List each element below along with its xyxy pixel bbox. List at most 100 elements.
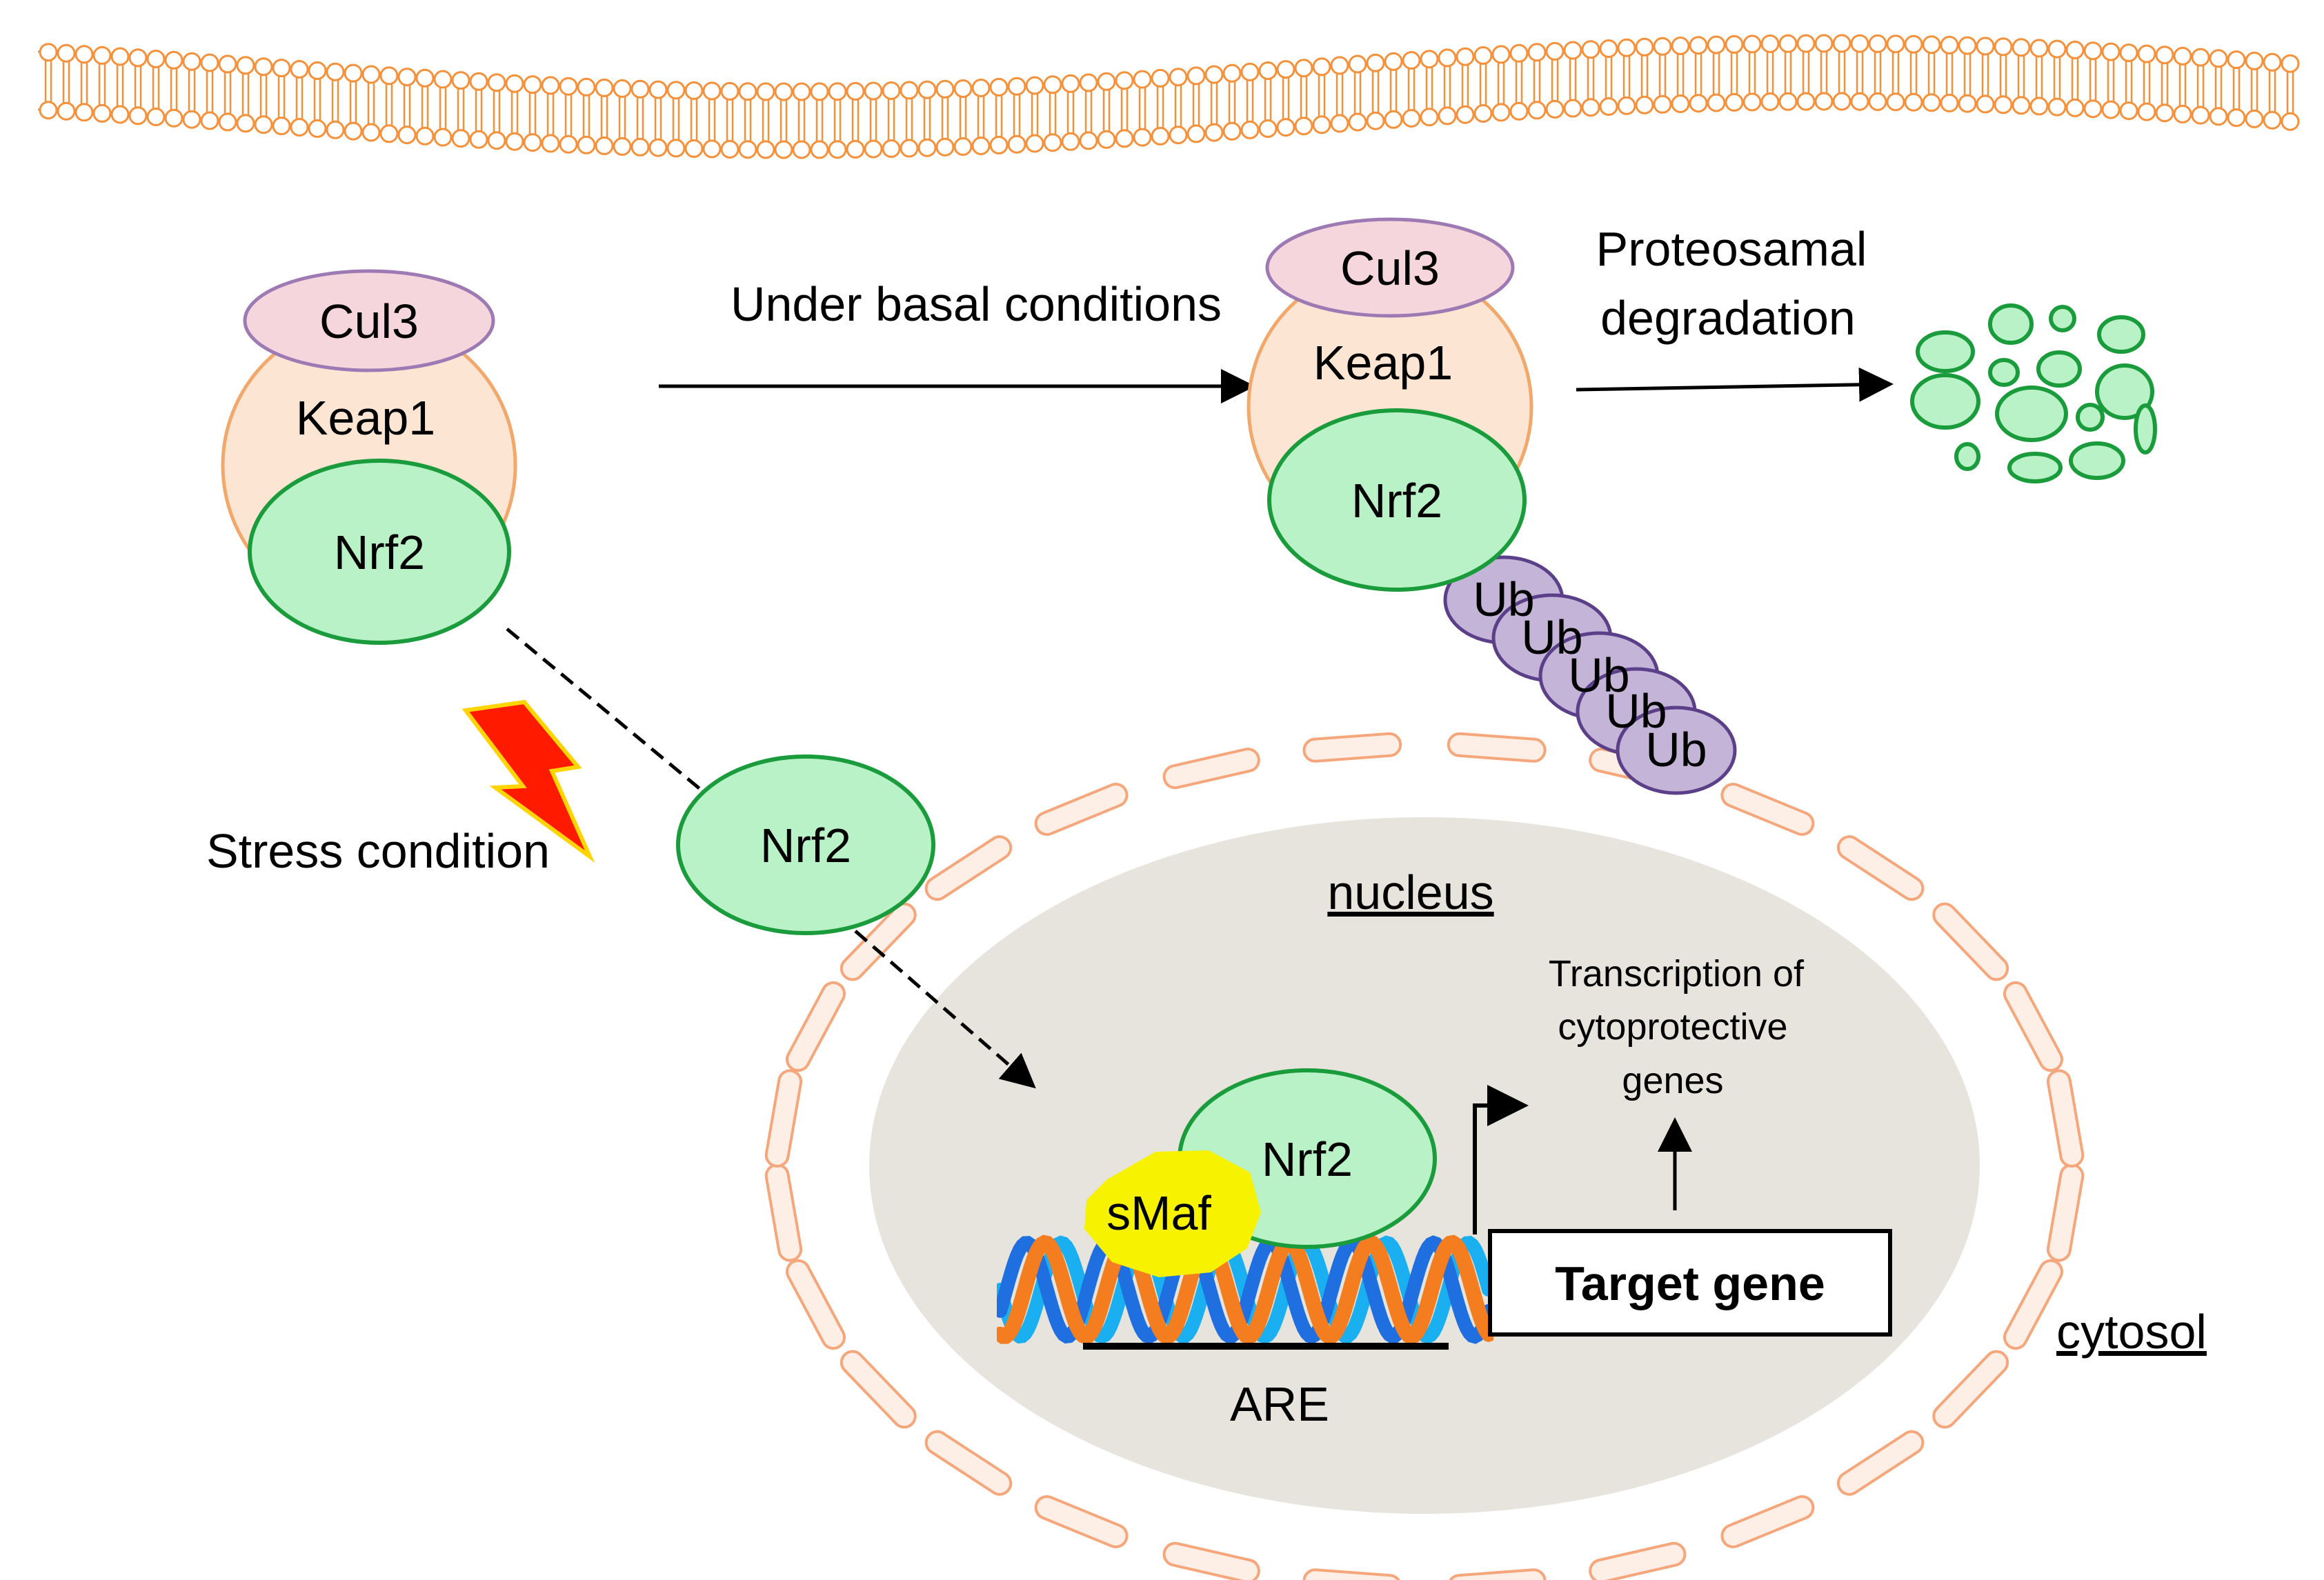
lipid-head: [1940, 35, 1959, 54]
lipid-head: [128, 106, 148, 126]
dna-strand-blue: [997, 1235, 1493, 1344]
lipid-head: [397, 126, 417, 145]
lipid-head: [1922, 93, 1941, 112]
lipid-head: [1115, 129, 1134, 148]
lipid-head: [361, 123, 381, 142]
fragment: [1916, 330, 1975, 373]
fragment: [2095, 363, 2154, 420]
nuclear-pore-segment: [1447, 732, 1547, 763]
lipid-head: [2101, 42, 2121, 61]
lipid-head: [1402, 109, 1421, 128]
lipid-head: [1043, 133, 1062, 152]
nuclear-pore-segment: [1302, 1568, 1402, 1580]
lipid-head: [2012, 96, 2031, 115]
nuclear-pore-segment: [785, 1259, 846, 1350]
lipid-head: [236, 114, 255, 133]
lipid-head: [1456, 47, 1475, 66]
lipid-head: [756, 82, 775, 101]
fragment: [1988, 358, 2020, 387]
lipid-head: [433, 128, 453, 147]
lipid-head: [1563, 99, 1582, 118]
lipid-head: [595, 78, 614, 97]
lipid-head: [1617, 96, 1636, 115]
fragment: [2007, 452, 2063, 483]
lipid-head: [1348, 112, 1367, 132]
ub-label: Ub: [1521, 610, 1582, 664]
lipid-head: [541, 134, 560, 153]
lipid-head: [1599, 39, 1618, 58]
lipid-head: [792, 140, 811, 159]
lipid-head: [2012, 38, 2031, 57]
lipid-head: [487, 73, 506, 92]
nuclear-pore-segment: [924, 1430, 1013, 1496]
fragment: [1954, 442, 1980, 471]
right-complex: Ub Ub Ub Ub Ub Cul3 Keap1 Nrf2: [1247, 217, 1737, 795]
stress-condition-label: Stress condition: [206, 824, 550, 878]
lipid-head: [1402, 51, 1421, 70]
lipid-head: [864, 139, 883, 159]
degradation-label-line-2: degradation: [1600, 291, 1856, 345]
lipid-head: [2191, 106, 2210, 125]
lipid-head: [75, 103, 94, 122]
lipid-head: [648, 80, 668, 99]
lipid-head: [469, 130, 488, 149]
lipid-head: [254, 115, 273, 134]
lipid-head: [900, 81, 919, 100]
lipid-head: [523, 75, 542, 94]
lipid-head: [57, 43, 76, 63]
keap1-label: Keap1: [1313, 336, 1453, 390]
lipid-head: [1456, 105, 1475, 124]
degradation-label-line-1: Proteosamal: [1596, 222, 1867, 276]
lipid-head: [236, 56, 255, 75]
lipid-head: [1671, 94, 1690, 113]
lipid-head: [1079, 73, 1098, 92]
lipid-head: [720, 81, 739, 101]
lipid-head: [1186, 124, 1206, 143]
lipid-head: [1043, 75, 1062, 94]
free-nrf2-label: Nrf2: [760, 819, 851, 872]
lipid-head: [451, 71, 470, 90]
lipid-head: [1222, 63, 1242, 83]
lipid-head: [146, 108, 166, 126]
lipid-head: [1007, 77, 1026, 96]
lipid-head: [2263, 110, 2282, 130]
lipid-head: [1222, 121, 1242, 141]
lipid-head: [1778, 34, 1798, 53]
nucleus-label: nucleus: [1327, 866, 1493, 919]
left-complex: Cul3 Keap1 Nrf2: [221, 269, 517, 645]
fragment: [1995, 386, 2068, 442]
lipid-head: [1545, 41, 1565, 61]
nrf2-protein: [248, 459, 511, 645]
lipid-head: [505, 74, 524, 93]
lipid-head: [1312, 115, 1331, 134]
lipid-head: [684, 81, 704, 100]
lipid-head: [2029, 97, 2049, 116]
lipid-head: [1725, 34, 1744, 54]
lipid-head: [1169, 68, 1188, 87]
lipid-head: [2245, 109, 2264, 128]
lipid-head: [1366, 53, 1385, 72]
lipid-head: [1671, 37, 1690, 55]
lipid-head: [577, 77, 596, 97]
lipid-head: [1868, 92, 1887, 111]
lipid-head: [1186, 66, 1206, 86]
lipid-head: [846, 139, 865, 159]
lipid-head: [200, 53, 219, 72]
lipid-head: [344, 63, 363, 83]
lipid-head: [1061, 132, 1080, 151]
lipid-head: [361, 65, 381, 84]
degradation-arrow: [1576, 367, 1894, 402]
lipid-head: [630, 79, 650, 99]
lipid-head: [1509, 43, 1529, 63]
lipid-head: [559, 77, 578, 96]
stress-path-arrow-1: [506, 628, 706, 794]
lipid-head: [917, 138, 937, 157]
lipid-head: [1653, 37, 1672, 56]
lipid-head: [1384, 52, 1403, 71]
nuclear-pore-segment: [1162, 748, 1260, 790]
lipid-head: [344, 121, 363, 141]
lipid-head: [39, 43, 58, 62]
lipid-head: [774, 82, 793, 101]
lipid-head: [989, 135, 1009, 154]
lipid-head: [1832, 92, 1851, 111]
